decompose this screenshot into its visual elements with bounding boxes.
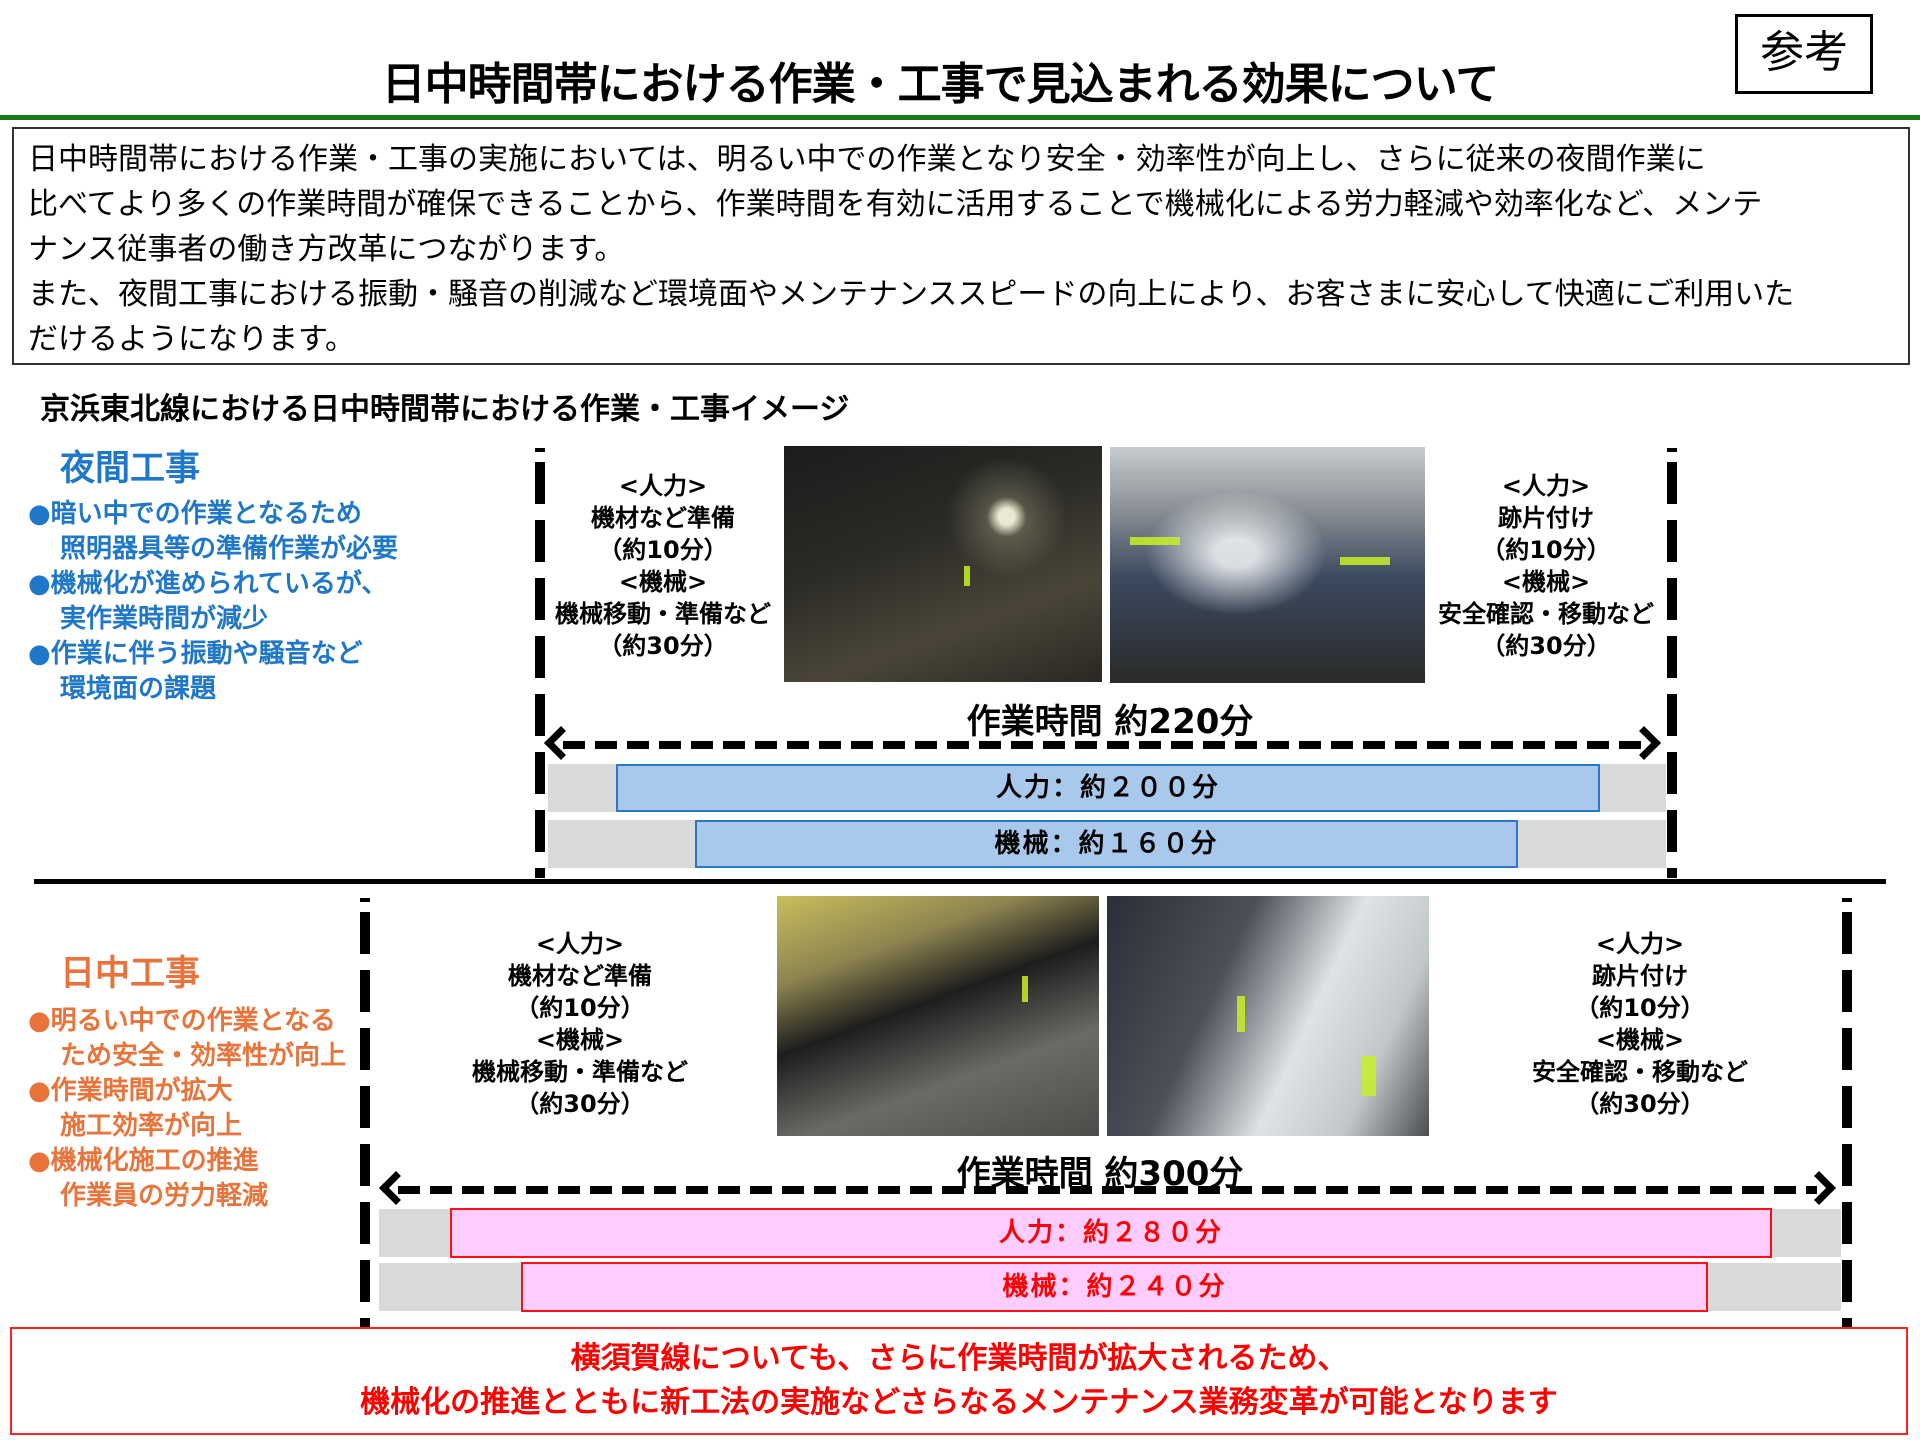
- step-line: <機械>: [1501, 568, 1591, 596]
- night-manual-bar: 人力：約２００分: [616, 764, 1600, 812]
- step-line: <人力>: [535, 930, 625, 958]
- night-duration-arrow: [544, 726, 1661, 760]
- step-line: <人力>: [618, 472, 708, 500]
- step-line: （約30分）: [1481, 632, 1611, 660]
- day-before-steps: <人力> 機材など準備 （約10分） <機械> 機械移動・準備など （約30分）: [460, 928, 700, 1120]
- bullet-item: ●機械化施工の推進: [28, 1146, 259, 1176]
- intro-line: また、夜間工事における振動・騒音の削減など環境面やメンテナンススピードの向上によ…: [28, 277, 1795, 312]
- step-line: （約10分）: [1575, 994, 1705, 1022]
- night-work-label: 夜間工事: [60, 449, 201, 489]
- step-line: 機械移動・準備など: [555, 600, 771, 628]
- step-line: <人力>: [1595, 930, 1685, 958]
- conclusion-line: 横須賀線についても、さらに作業時間が拡大されるため、: [570, 1341, 1348, 1376]
- page-title: 日中時間帯における作業・工事で見込まれる効果について: [381, 59, 1500, 110]
- step-line: <機械>: [1595, 1026, 1685, 1054]
- night-track-work-photo: [784, 446, 1102, 682]
- step-line: <機械>: [535, 1026, 625, 1054]
- night-machine-bar: 機械：約１６０分: [695, 820, 1518, 868]
- conclusion-box: 横須賀線についても、さらに作業時間が拡大されるため、 機械化の推進とともに新工法…: [10, 1327, 1908, 1435]
- intro-line: だけるようになります。: [28, 322, 355, 357]
- day-bullet-list: ●明るい中での作業となる ため安全・効率性が向上 ●作業時間が拡大 施工効率が向…: [28, 1004, 346, 1214]
- day-end-boundary: [1842, 898, 1852, 1327]
- day-duration-arrow: [379, 1171, 1836, 1205]
- night-bullet-list: ●暗い中での作業となるため 照明器具等の準備作業が必要 ●機械化が進められている…: [28, 497, 398, 707]
- night-duration-label: 作業時間 約220分: [966, 702, 1254, 742]
- platform-track-workers-photo: [1107, 896, 1429, 1136]
- day-after-steps: <人力> 跡片付け （約10分） <機械> 安全確認・移動など （約30分）: [1520, 928, 1760, 1120]
- section-title: 京浜東北線における日中時間帯における作業・工事イメージ: [40, 392, 850, 427]
- bullet-item: 実作業時間が減少: [60, 604, 269, 634]
- conclusion-line: 機械化の推進とともに新工法の実施などさらなるメンテナンス業務変革が可能となります: [360, 1385, 1558, 1420]
- step-line: （約30分）: [598, 632, 728, 660]
- intro-box: 日中時間帯における作業・工事の実施においては、明るい中での作業となり安全・効率性…: [12, 127, 1910, 365]
- day-manual-bar: 人力：約２８０分: [450, 1208, 1772, 1258]
- step-line: 機械移動・準備など: [472, 1058, 688, 1086]
- step-line: （約30分）: [515, 1090, 645, 1118]
- night-workers-cleanup-photo: [1110, 447, 1425, 683]
- night-start-boundary: [535, 448, 545, 878]
- day-start-boundary: [360, 898, 370, 1327]
- bullet-item: 施工効率が向上: [60, 1111, 243, 1141]
- step-line: 機材など準備: [591, 504, 735, 532]
- step-line: <人力>: [1501, 472, 1591, 500]
- step-line: （約10分）: [598, 536, 728, 564]
- section-divider: [34, 879, 1886, 884]
- night-before-steps: <人力> 機材など準備 （約10分） <機械> 機械移動・準備など （約30分）: [548, 470, 778, 662]
- bullet-item: ●機械化が進められているが、: [28, 569, 388, 599]
- title-divider: [0, 115, 1920, 120]
- night-end-boundary: [1667, 448, 1677, 878]
- intro-line: 比べてより多くの作業時間が確保できることから、作業時間を有効に活用することで機械…: [28, 187, 1763, 222]
- bullet-item: ●作業に伴う振動や騒音など: [28, 639, 363, 669]
- day-work-label: 日中工事: [60, 954, 201, 994]
- step-line: 跡片付け: [1498, 504, 1594, 532]
- step-line: 跡片付け: [1592, 962, 1688, 990]
- step-line: 機材など準備: [508, 962, 652, 990]
- step-line: （約30分）: [1575, 1090, 1705, 1118]
- step-line: （約10分）: [1481, 536, 1611, 564]
- intro-line: 日中時間帯における作業・工事の実施においては、明るい中での作業となり安全・効率性…: [28, 142, 1706, 177]
- day-machine-bar: 機械：約２４０分: [521, 1262, 1708, 1312]
- step-line: <機械>: [618, 568, 708, 596]
- reference-badge: 参考: [1735, 14, 1873, 94]
- intro-line: ナンス従事者の働き方改革につながります。: [28, 232, 625, 267]
- bullet-item: ため安全・効率性が向上: [60, 1041, 347, 1071]
- step-line: 安全確認・移動など: [1438, 600, 1654, 628]
- step-line: （約10分）: [515, 994, 645, 1022]
- excavator-track-work-photo: [777, 896, 1099, 1136]
- bullet-item: ●暗い中での作業となるため: [28, 499, 362, 529]
- bullet-item: 照明器具等の準備作業が必要: [60, 534, 399, 564]
- bullet-item: 作業員の労力軽減: [60, 1181, 269, 1211]
- bullet-item: ●作業時間が拡大: [28, 1076, 233, 1106]
- bullet-item: ●明るい中での作業となる: [28, 1006, 336, 1036]
- night-after-steps: <人力> 跡片付け （約10分） <機械> 安全確認・移動など （約30分）: [1426, 470, 1666, 662]
- bullet-item: 環境面の課題: [60, 674, 217, 704]
- step-line: 安全確認・移動など: [1532, 1058, 1748, 1086]
